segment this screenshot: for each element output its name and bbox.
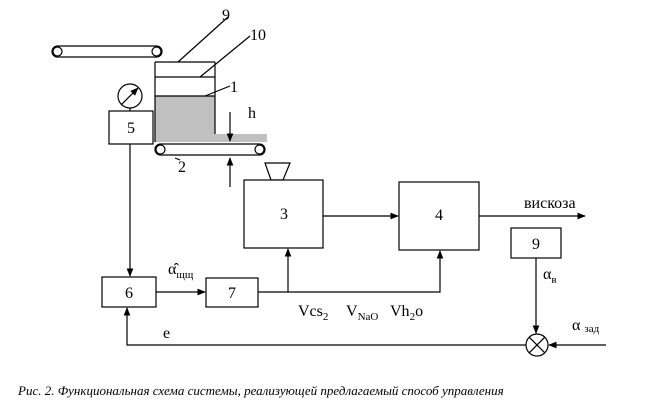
block-4 [398, 181, 480, 251]
gauge-icon [117, 83, 143, 111]
block-7-label: 7 [228, 285, 236, 302]
leader-10 [199, 35, 251, 78]
error-feedback [123, 307, 526, 346]
figure-caption: Рис. 2. Функциональная схема системы, ре… [17, 383, 504, 398]
block-5-label: 5 [127, 120, 135, 137]
block-3 [243, 179, 324, 249]
leader-1 [204, 85, 231, 97]
label-v-naoh: VNaO [346, 303, 378, 323]
label-2: 2 [178, 159, 186, 176]
signal-7-to-3 [258, 248, 292, 293]
block-9 [510, 227, 562, 259]
label-1: 1 [230, 79, 238, 96]
block-5 [108, 110, 154, 145]
summing-junction [525, 333, 549, 357]
upper-conveyor [51, 45, 163, 58]
label-alpha-v: αв [543, 266, 557, 286]
label-h: h [248, 105, 256, 122]
label-viscose: вискоза [524, 195, 576, 212]
leader-2 [174, 157, 181, 161]
label-9: 9 [222, 7, 230, 24]
label-v-h2o: Vh2o [390, 303, 423, 323]
block-3-label: 3 [280, 206, 288, 223]
tank-vessel [154, 61, 267, 142]
label-v-cs2: Vcs2 [298, 303, 328, 323]
label-alpha-hat: α̂щщ [168, 261, 194, 281]
block-4-label: 4 [435, 207, 443, 224]
block-9-label: 9 [532, 236, 540, 253]
lower-conveyor [154, 143, 266, 156]
block-6-label: 6 [125, 285, 133, 302]
block-6 [101, 276, 157, 308]
label-e: e [163, 325, 170, 342]
funnel-icon [264, 162, 291, 181]
signal-7-to-4 [288, 250, 444, 293]
leader-9 [177, 16, 229, 63]
block-7 [205, 277, 259, 308]
label-10: 10 [250, 27, 266, 44]
